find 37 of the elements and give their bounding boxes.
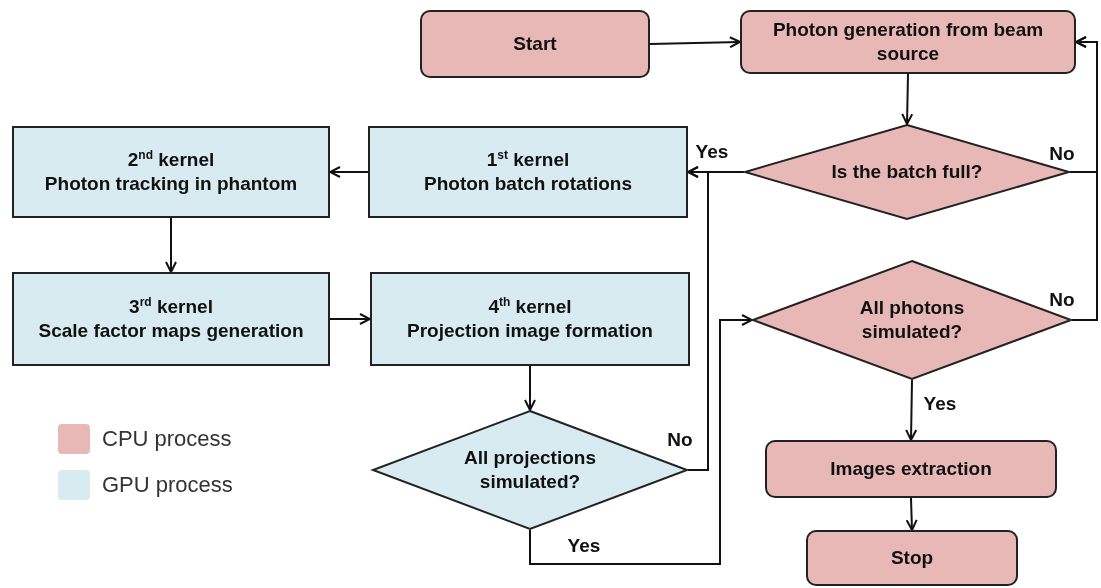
node-text: 3$^{rd}$ kernel [129, 295, 213, 319]
node-text: 4$^{th}$ kernel [488, 295, 572, 319]
process-box [806, 530, 1018, 586]
kernel-box [12, 126, 330, 218]
node-text: All photons simulated? [858, 296, 966, 344]
node-text: Photon generation from beam source [771, 18, 1045, 66]
kernel-box [370, 272, 690, 366]
node-text: Is the batch full? [831, 160, 983, 184]
node-text: Projection image formation [407, 319, 653, 343]
process-box [765, 440, 1057, 498]
legend-label: CPU process [102, 426, 232, 452]
node-text: 2$^{nd}$ kernel [127, 148, 215, 172]
arrow [905, 497, 918, 531]
process-box [740, 10, 1076, 74]
arrow [901, 73, 914, 125]
node-text: Photon batch rotations [424, 172, 632, 196]
legend-label: GPU process [102, 472, 233, 498]
kernel-box [368, 126, 688, 218]
node-text: Scale factor maps generation [38, 319, 304, 343]
arrow [329, 313, 371, 325]
node-text: All projections simulated? [463, 446, 597, 494]
arrow [687, 166, 709, 471]
arrow [905, 379, 918, 441]
arrow [1069, 36, 1098, 173]
arrow [649, 36, 741, 49]
node-text: Start [513, 32, 557, 56]
arrow [165, 217, 177, 273]
arrow [529, 314, 753, 565]
node-text: Stop [890, 546, 934, 570]
kernel-box [12, 272, 330, 366]
node-text: Images extraction [830, 457, 992, 481]
node-text: 1$^{st}$ kernel [486, 148, 570, 172]
arrow [524, 365, 536, 411]
decision-diamond [752, 260, 1072, 380]
arrow [329, 166, 369, 178]
process-box [420, 10, 650, 78]
node-text: Photon tracking in phantom [44, 172, 298, 196]
